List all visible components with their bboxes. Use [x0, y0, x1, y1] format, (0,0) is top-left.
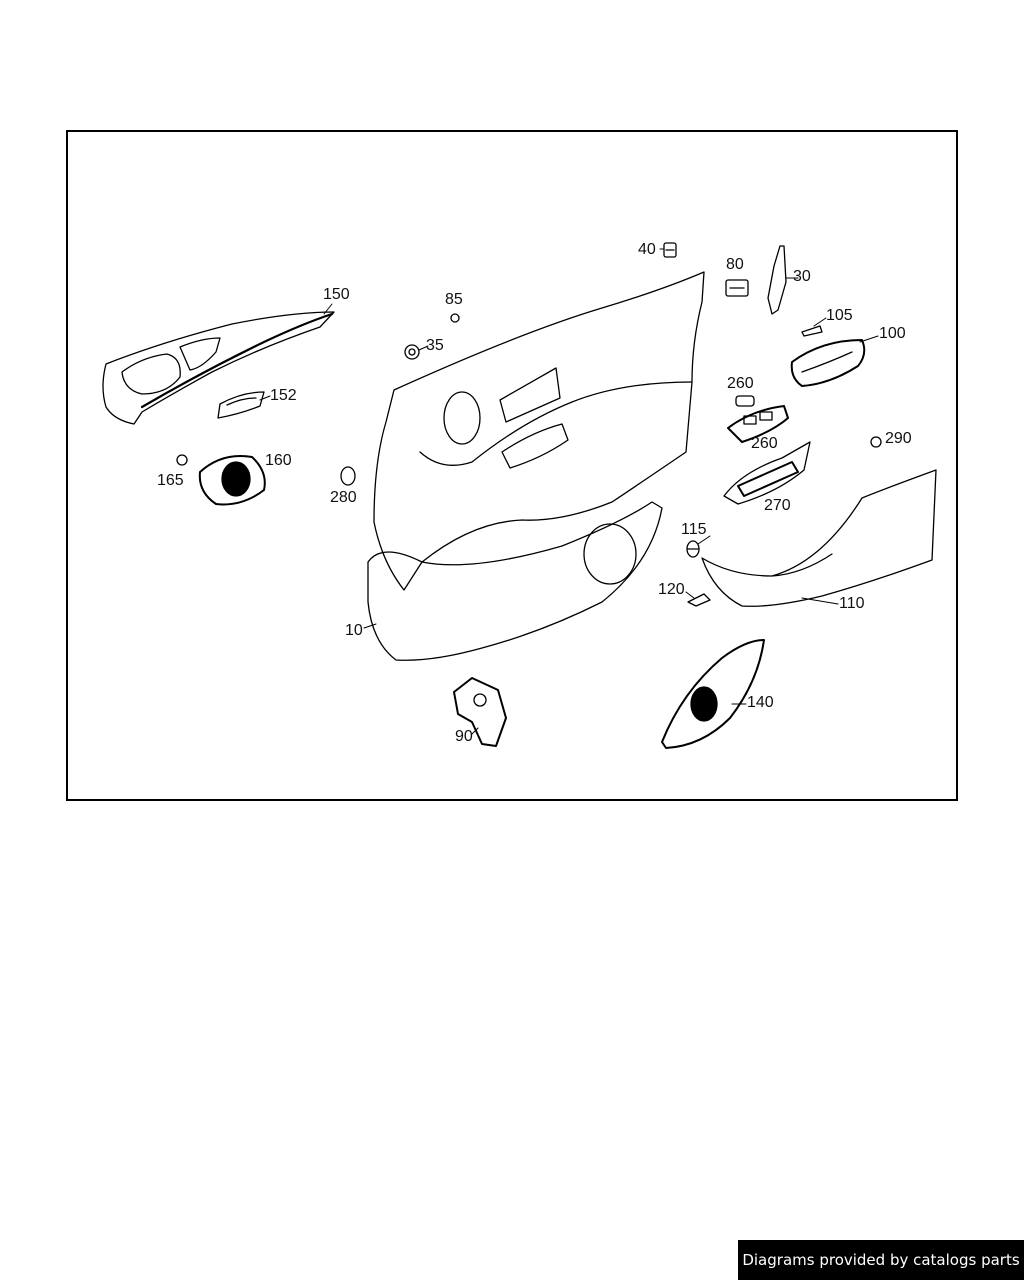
part-165-clip	[176, 454, 188, 466]
callout-120: 120	[658, 581, 685, 598]
callout-160: 160	[265, 452, 292, 469]
callout-80: 80	[726, 256, 744, 273]
callout-280: 280	[330, 489, 357, 506]
callout-152: 152	[270, 387, 297, 404]
part-152-handle-bezel	[217, 391, 265, 419]
leader-lines	[259, 248, 879, 735]
part-110-armrest	[701, 469, 937, 607]
part-10-door-panel	[367, 271, 705, 661]
callout-270: 270	[764, 497, 791, 514]
callout-10: 10	[345, 622, 363, 639]
parts-illustration	[102, 242, 937, 749]
part-35-nut	[404, 344, 420, 360]
part-260-switch-panel	[727, 405, 789, 443]
part-80-switch	[725, 279, 749, 297]
credit-text: Diagrams provided by catalogs parts	[742, 1251, 1020, 1269]
part-100-handle	[790, 339, 866, 387]
callout-40: 40	[638, 241, 656, 258]
part-85-clip	[450, 313, 460, 323]
part-260-button	[735, 395, 755, 407]
callout-105: 105	[826, 307, 853, 324]
part-140-speaker-cover	[661, 639, 765, 749]
part-115-fastener	[686, 540, 700, 558]
diagram-frame: 150 152 160 165 280 85 35 40 80 30 105 1…	[66, 130, 958, 801]
callout-260-upper: 260	[727, 375, 754, 392]
callout-90: 90	[455, 728, 473, 745]
part-40-clip	[663, 242, 677, 258]
callout-140: 140	[747, 694, 774, 711]
part-120-clip	[687, 593, 711, 607]
callout-115: 115	[681, 521, 707, 538]
callout-30: 30	[793, 268, 811, 285]
part-280-plug	[340, 466, 356, 486]
part-90-mechanism	[453, 677, 507, 747]
credit-badge: Diagrams provided by catalogs parts	[738, 1240, 1024, 1280]
part-30-strip	[767, 245, 787, 315]
part-105-cover	[801, 325, 823, 337]
part-270-switch-bezel	[723, 441, 811, 505]
callout-100: 100	[879, 325, 906, 342]
callout-165: 165	[157, 472, 184, 489]
callout-150: 150	[323, 286, 350, 303]
callout-85: 85	[445, 291, 463, 308]
callout-35: 35	[426, 337, 444, 354]
callout-290: 290	[885, 430, 912, 447]
part-150-trim	[102, 311, 335, 425]
part-290-clip	[870, 436, 882, 448]
part-160-speaker-grille	[198, 455, 266, 506]
callout-260-lower: 260	[751, 435, 778, 452]
callout-110: 110	[839, 595, 865, 612]
